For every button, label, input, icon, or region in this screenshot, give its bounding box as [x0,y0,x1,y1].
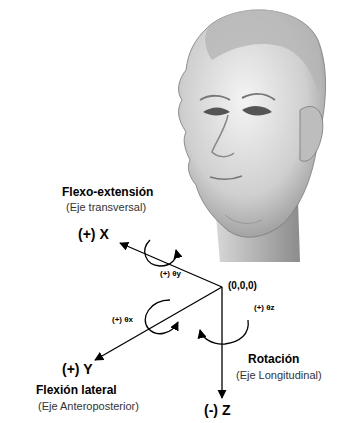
axis-title: Flexión lateral [36,384,117,397]
axis-title: Flexo-extensión [62,186,153,199]
axis-subtitle: (Eje transversal) [66,201,146,213]
axis-subtitle: (Eje Anteroposterior) [38,400,139,412]
axis-title: Rotación [248,353,299,366]
origin-label: (0,0,0) [228,280,257,291]
x-axis [120,243,222,287]
angle-label: (+) θy [160,270,181,279]
axis-label: (+) X [78,227,109,242]
axes [95,240,248,398]
axis-label: (+) Y [62,362,92,377]
angle-label: (+) θz [254,304,275,313]
axis-subtitle: (Eje Longitudinal) [236,369,322,381]
rotation-arrow-y [145,300,178,334]
head-illustration [179,9,326,262]
angle-label: (+) θx [112,316,133,325]
y-axis [95,287,222,360]
rotation-arrow-x [145,240,177,266]
axis-label: (-) Z [204,403,230,418]
rotation-arrow-z [200,320,248,344]
z-axis [221,287,222,398]
